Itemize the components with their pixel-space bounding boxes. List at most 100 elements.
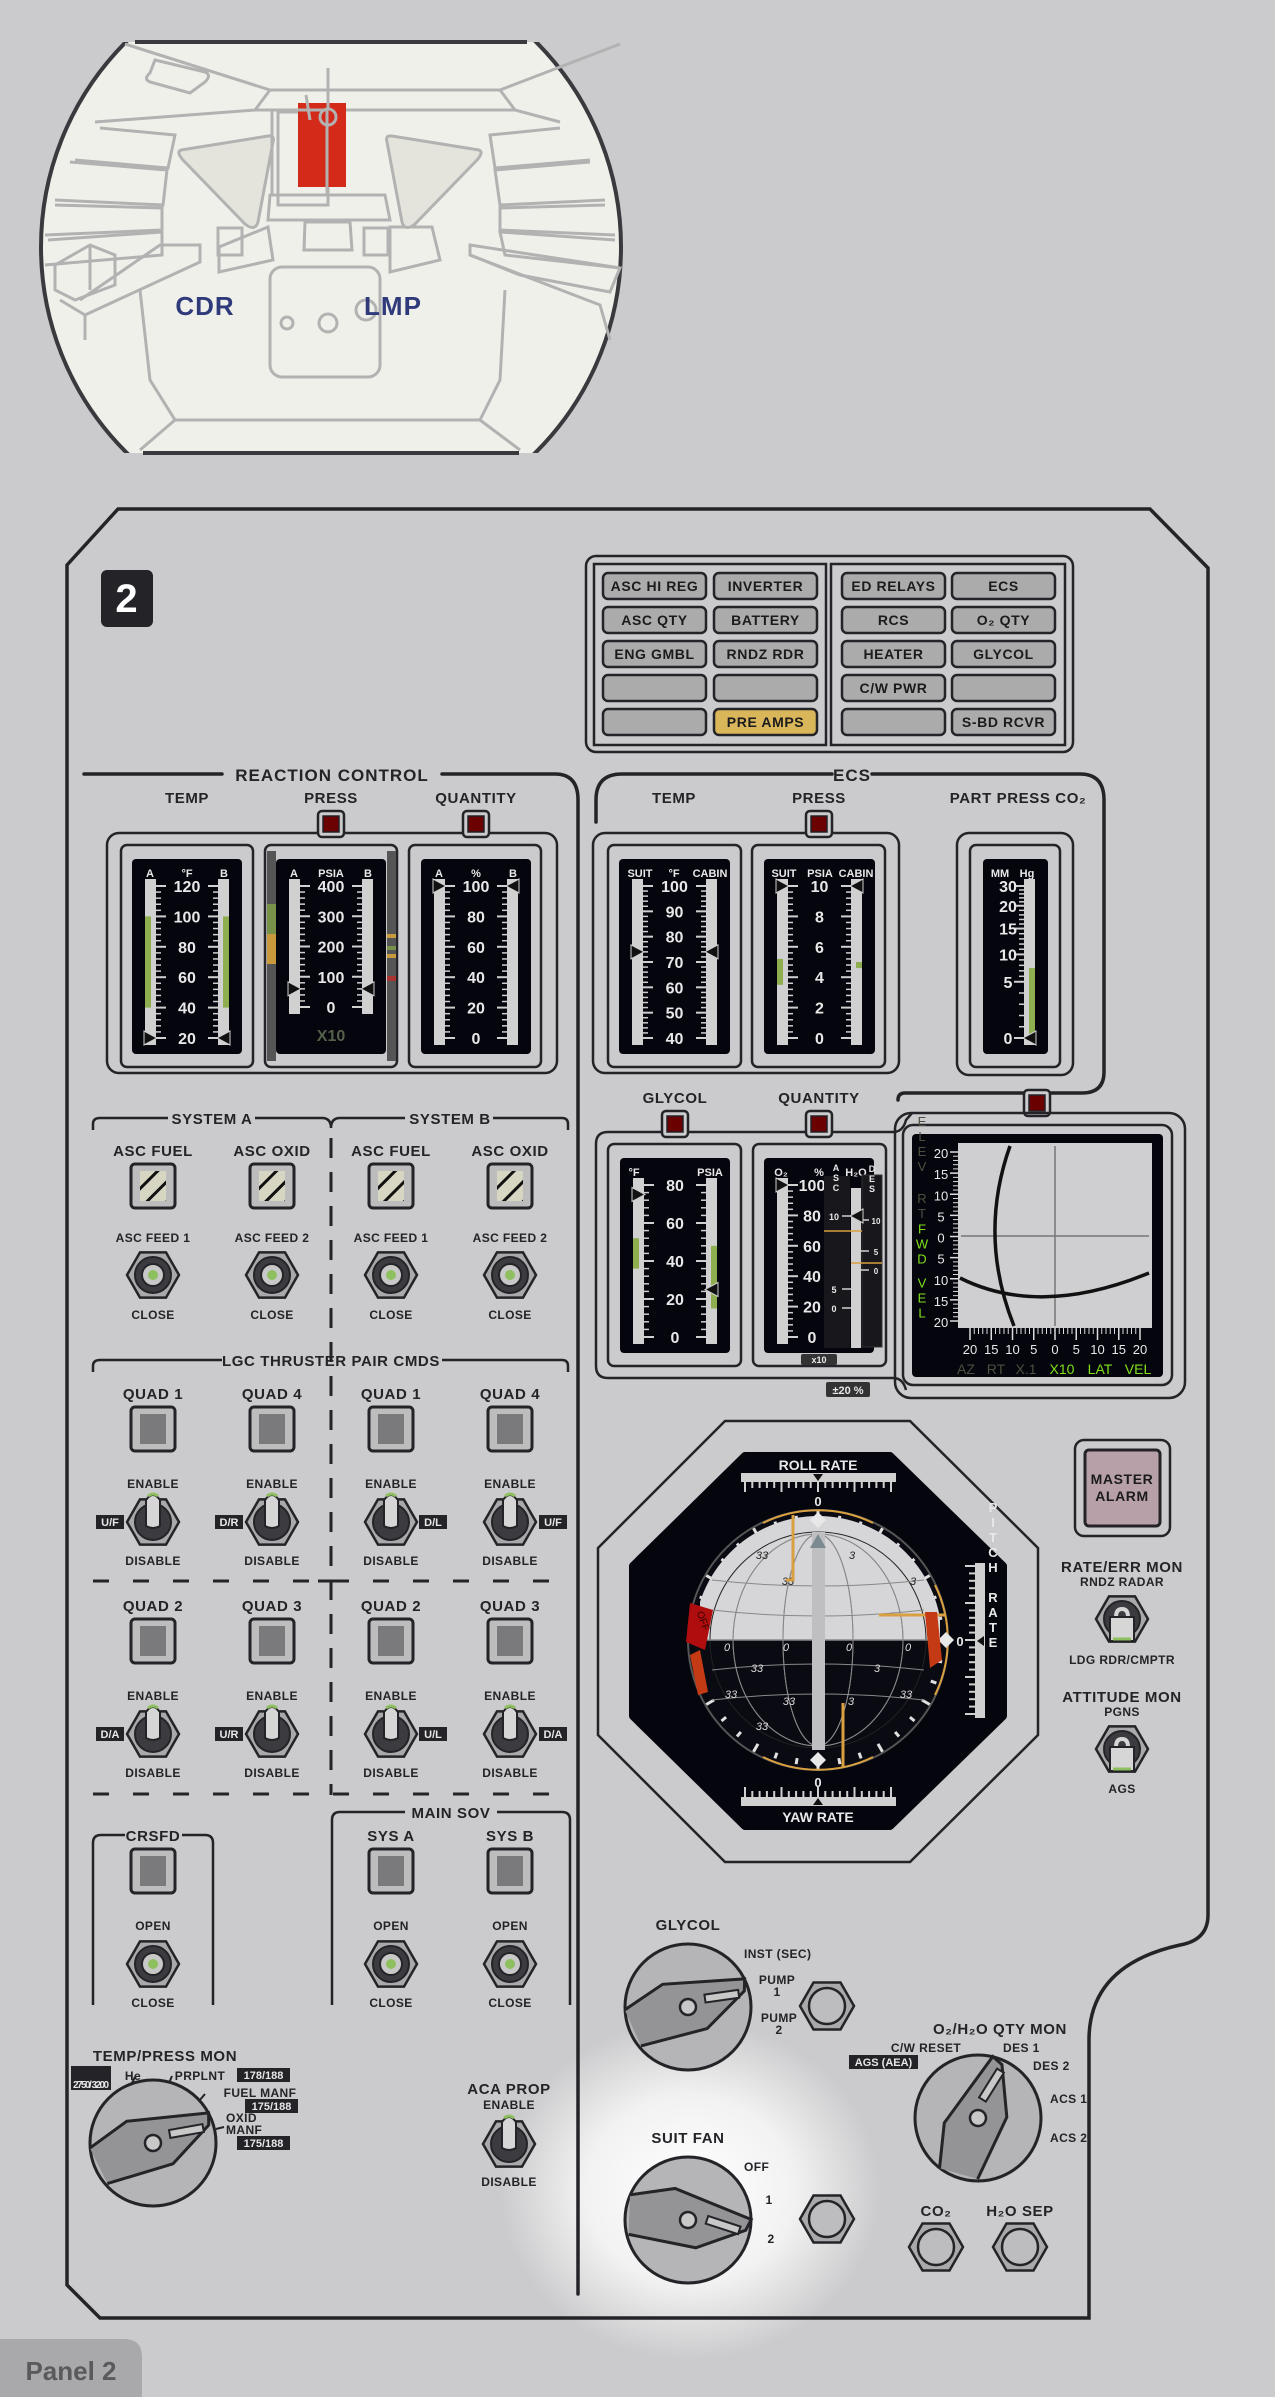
radar-y-tick: 20 (934, 1315, 948, 1330)
caution-light-o-qty: O₂ QTY (950, 605, 1057, 635)
quad-enable-toggle[interactable] (363, 1492, 419, 1546)
gauge-pointer (504, 878, 520, 894)
gauge-header: °F (628, 1167, 639, 1179)
rcs-quantity-label: QUANTITY (435, 790, 516, 807)
suit-fan-knob[interactable] (618, 2155, 754, 2285)
quad-flag-indicator (129, 1617, 177, 1665)
radar-y-tick: 10 (934, 1273, 948, 1288)
gauge-pointer (215, 1030, 231, 1046)
gauge-tick-label: 0 (472, 1031, 481, 1048)
suit-fan-indicator (798, 2194, 856, 2244)
inst-sec-label: INST (SEC) (744, 1947, 811, 1961)
asc-feed-switch[interactable] (482, 1251, 538, 1299)
radar-trace (959, 1271, 1150, 1299)
quad-enable-toggle[interactable] (363, 1704, 419, 1758)
gauge-tape (706, 879, 717, 1045)
prplnt-limit-text: 178/188 (244, 2070, 284, 2082)
caution-light-asc-qty: ASC QTY (601, 605, 708, 635)
radar-x-tick: 20 (963, 1342, 977, 1357)
gauge-tick-label: 40 (178, 1001, 196, 1018)
glycol-pump-knob[interactable] (622, 1942, 753, 2072)
main-sov-switch[interactable] (363, 1940, 419, 1988)
quad-label: QUAD 2 (123, 1598, 183, 1615)
gauge-tape (777, 1178, 788, 1344)
quad-enable-toggle[interactable] (482, 1492, 538, 1546)
rcs-quantity-warning-light (461, 809, 491, 839)
ags-label: AGS (1108, 1782, 1135, 1796)
asc-tick: 5 (831, 1285, 836, 1295)
ecs-co2-label: PART PRESS CO₂ (950, 790, 1086, 807)
disable-label: DISABLE (244, 1554, 299, 1568)
reaction-control-bracket (82, 772, 580, 2296)
open-label: OPEN (135, 1919, 171, 1933)
main-sov-switch[interactable] (482, 1940, 538, 1988)
enable-label: ENABLE (365, 1477, 417, 1491)
aca-prop-toggle[interactable] (481, 2114, 537, 2168)
system-a-title: SYSTEM A (172, 1111, 253, 1128)
caution-light-rndz-rdr: RNDZ RDR (712, 639, 819, 669)
valve-label: ASC FUEL (351, 1143, 431, 1160)
asc-feed-switch[interactable] (125, 1251, 181, 1299)
quad-enable-toggle[interactable] (244, 1492, 300, 1546)
gauge-pointer (1021, 1030, 1037, 1046)
crossfeed-switch[interactable] (125, 1940, 181, 1988)
ecs-quantity-warning-light (804, 1109, 834, 1139)
radar-x-tick: 0 (1051, 1342, 1058, 1357)
gauge-frame (606, 1142, 743, 1368)
gauge-tick-label: 80 (666, 930, 684, 947)
panel-tab[interactable]: Panel 2 (0, 2339, 142, 2397)
ldg-rdr-cmptr-label: LDG RDR/CMPTR (1069, 1653, 1175, 1667)
caution-light-label: ED RELAYS (851, 578, 935, 594)
rate-err-mon-toggle[interactable] (1094, 1595, 1150, 1643)
gauge-tick-label: 100 (174, 909, 201, 926)
quad-enable-toggle[interactable] (125, 1704, 181, 1758)
caution-light-eng-gmbl: ENG GMBL (601, 639, 708, 669)
h2o-sep-indicator: H₂O SEP (986, 2203, 1054, 2272)
system-b-title: SYSTEM B (409, 1111, 490, 1128)
gauge-frame (119, 843, 255, 1069)
pitch-rate-label: PITCH RATE (986, 1500, 1001, 1650)
cdr-label: CDR (175, 291, 234, 321)
ags-aea-label-text: AGS (AEA) (855, 2057, 913, 2069)
thruster-pair-label: U/L (424, 1729, 442, 1741)
glycol-label: GLYCOL (643, 1090, 708, 1107)
quad-flag-indicator (486, 1617, 534, 1665)
gauge-tick-label: 200 (318, 940, 345, 957)
gauge-tick-label: 20 (803, 1300, 821, 1317)
o2-h2o-qty-mon-knob[interactable] (913, 2053, 1043, 2188)
enable-label: ENABLE (365, 1689, 417, 1703)
attitude-mon-toggle[interactable] (1094, 1725, 1150, 1773)
des2-label: DES 2 (1033, 2059, 1070, 2073)
asc-feed-switch[interactable] (244, 1251, 300, 1299)
ball-marking: 0 (724, 1642, 731, 1654)
temp-press-mon-knob[interactable] (86, 2078, 218, 2208)
quad-flag-indicator (129, 1405, 177, 1453)
quad-enable-toggle[interactable] (482, 1704, 538, 1758)
gauge-frame (750, 843, 887, 1069)
gauge-tick-label: 15 (999, 922, 1017, 939)
quad-enable-toggle[interactable] (244, 1704, 300, 1758)
pump2-label: PUMP (761, 2011, 797, 2025)
caution-light-label: O₂ QTY (977, 612, 1030, 628)
gauge-header: B (220, 868, 228, 880)
valve-label: ASC FUEL (113, 1143, 193, 1160)
caution-light-ecs: ECS (950, 571, 1057, 601)
gauge-header: PSIA (697, 1167, 723, 1179)
gauge-header: CABIN (693, 868, 728, 880)
thruster-pair-tag: D/R (215, 1515, 243, 1529)
he-limit: 2750/ 3200 (73, 2080, 109, 2091)
ecs-temp-label: TEMP (652, 790, 696, 807)
position-2-label: 2 (767, 2232, 774, 2246)
h2o-sep-label: H₂O SEP (986, 2203, 1054, 2220)
quad-enable-toggle[interactable] (125, 1492, 181, 1546)
rcs-temp-label: TEMP (165, 790, 209, 807)
caution-light-pre-amps: PRE AMPS (712, 707, 819, 737)
asc-feed-switch[interactable] (363, 1251, 419, 1299)
gauge-tick-label: 10 (811, 879, 829, 896)
pgns-label: PGNS (1104, 1705, 1140, 1719)
